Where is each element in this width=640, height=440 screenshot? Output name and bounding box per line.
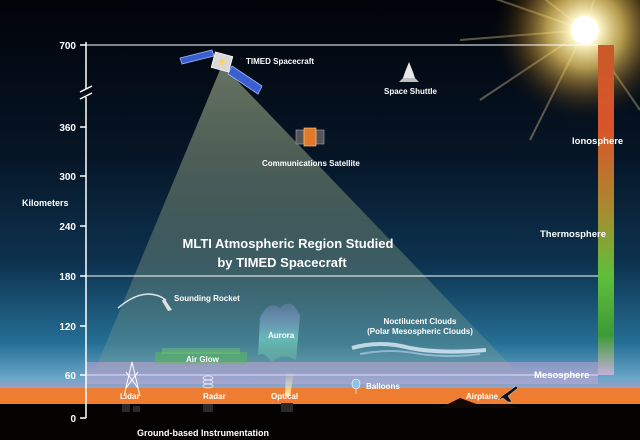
axis-tick-label: 120 <box>59 322 76 333</box>
aurora-icon <box>258 303 300 362</box>
mountain-silhouette <box>440 398 520 408</box>
mesosphere-band <box>86 362 598 384</box>
ground-instrumentation-label: Ground-based Instrumentation <box>137 428 269 438</box>
sounding-rocket-icon <box>117 293 172 311</box>
ionosphere-thermosphere-bar <box>598 45 614 375</box>
balloon-icon <box>351 378 361 394</box>
axis-title: Kilometers <box>22 198 69 208</box>
altitude-axis: 700 360 300 240 180 120 60 0 Kilometers <box>22 41 93 425</box>
ground <box>0 404 640 440</box>
axis-tick-label: 300 <box>59 172 76 183</box>
noctilucent-clouds-sublabel: (Polar Mesospheric Clouds) <box>367 327 473 336</box>
thermosphere-label: Thermosphere <box>540 229 606 240</box>
air-glow-icon <box>155 348 247 364</box>
communications-satellite-icon <box>295 127 325 147</box>
axis-tick-label: 360 <box>59 123 76 134</box>
axis-tick-label: 240 <box>59 222 76 233</box>
lidar-label: Lidar <box>120 392 140 401</box>
altitude-lines <box>86 44 598 376</box>
axis-tick-label: 700 <box>59 41 76 52</box>
ionosphere-label: Ionosphere <box>572 136 623 147</box>
horizon-glow <box>0 388 640 406</box>
axis-break-mark <box>79 85 93 93</box>
radar-label: Radar <box>203 392 226 401</box>
axis-tick-label: 180 <box>59 272 76 283</box>
airplane-icon <box>497 385 519 403</box>
space-shuttle-label: Space Shuttle <box>384 87 437 96</box>
axis-tick-label: 0 <box>70 414 76 425</box>
timed-spacecraft-icon <box>179 49 263 95</box>
communications-satellite-label: Communications Satellite <box>262 159 360 168</box>
air-glow-label: Air Glow <box>186 355 220 364</box>
optical-instrument-icon <box>281 372 294 412</box>
space-shuttle-icon <box>399 62 419 82</box>
noctilucent-clouds-label: Noctilucent Clouds <box>384 317 457 326</box>
optical-label: Optical <box>271 392 298 401</box>
mesosphere-label: Mesosphere <box>534 370 589 381</box>
radar-icon <box>202 375 214 412</box>
balloons-label: Balloons <box>366 382 400 391</box>
timed-spacecraft-label: TIMED Spacecraft <box>246 57 314 66</box>
noctilucent-clouds-icon <box>351 342 487 357</box>
lidar-icon <box>122 361 141 412</box>
timed-viewing-cone <box>95 65 515 370</box>
diagram-subtitle: by TIMED Spacecraft <box>217 255 347 270</box>
airplane-label: Airplane <box>466 392 499 401</box>
sounding-rocket-label: Sounding Rocket <box>174 294 240 303</box>
axis-break-mark <box>79 92 93 100</box>
aurora-label: Aurora <box>268 331 295 340</box>
axis-tick-label: 60 <box>65 371 77 382</box>
diagram-title: MLTI Atmospheric Region Studied <box>183 236 394 251</box>
